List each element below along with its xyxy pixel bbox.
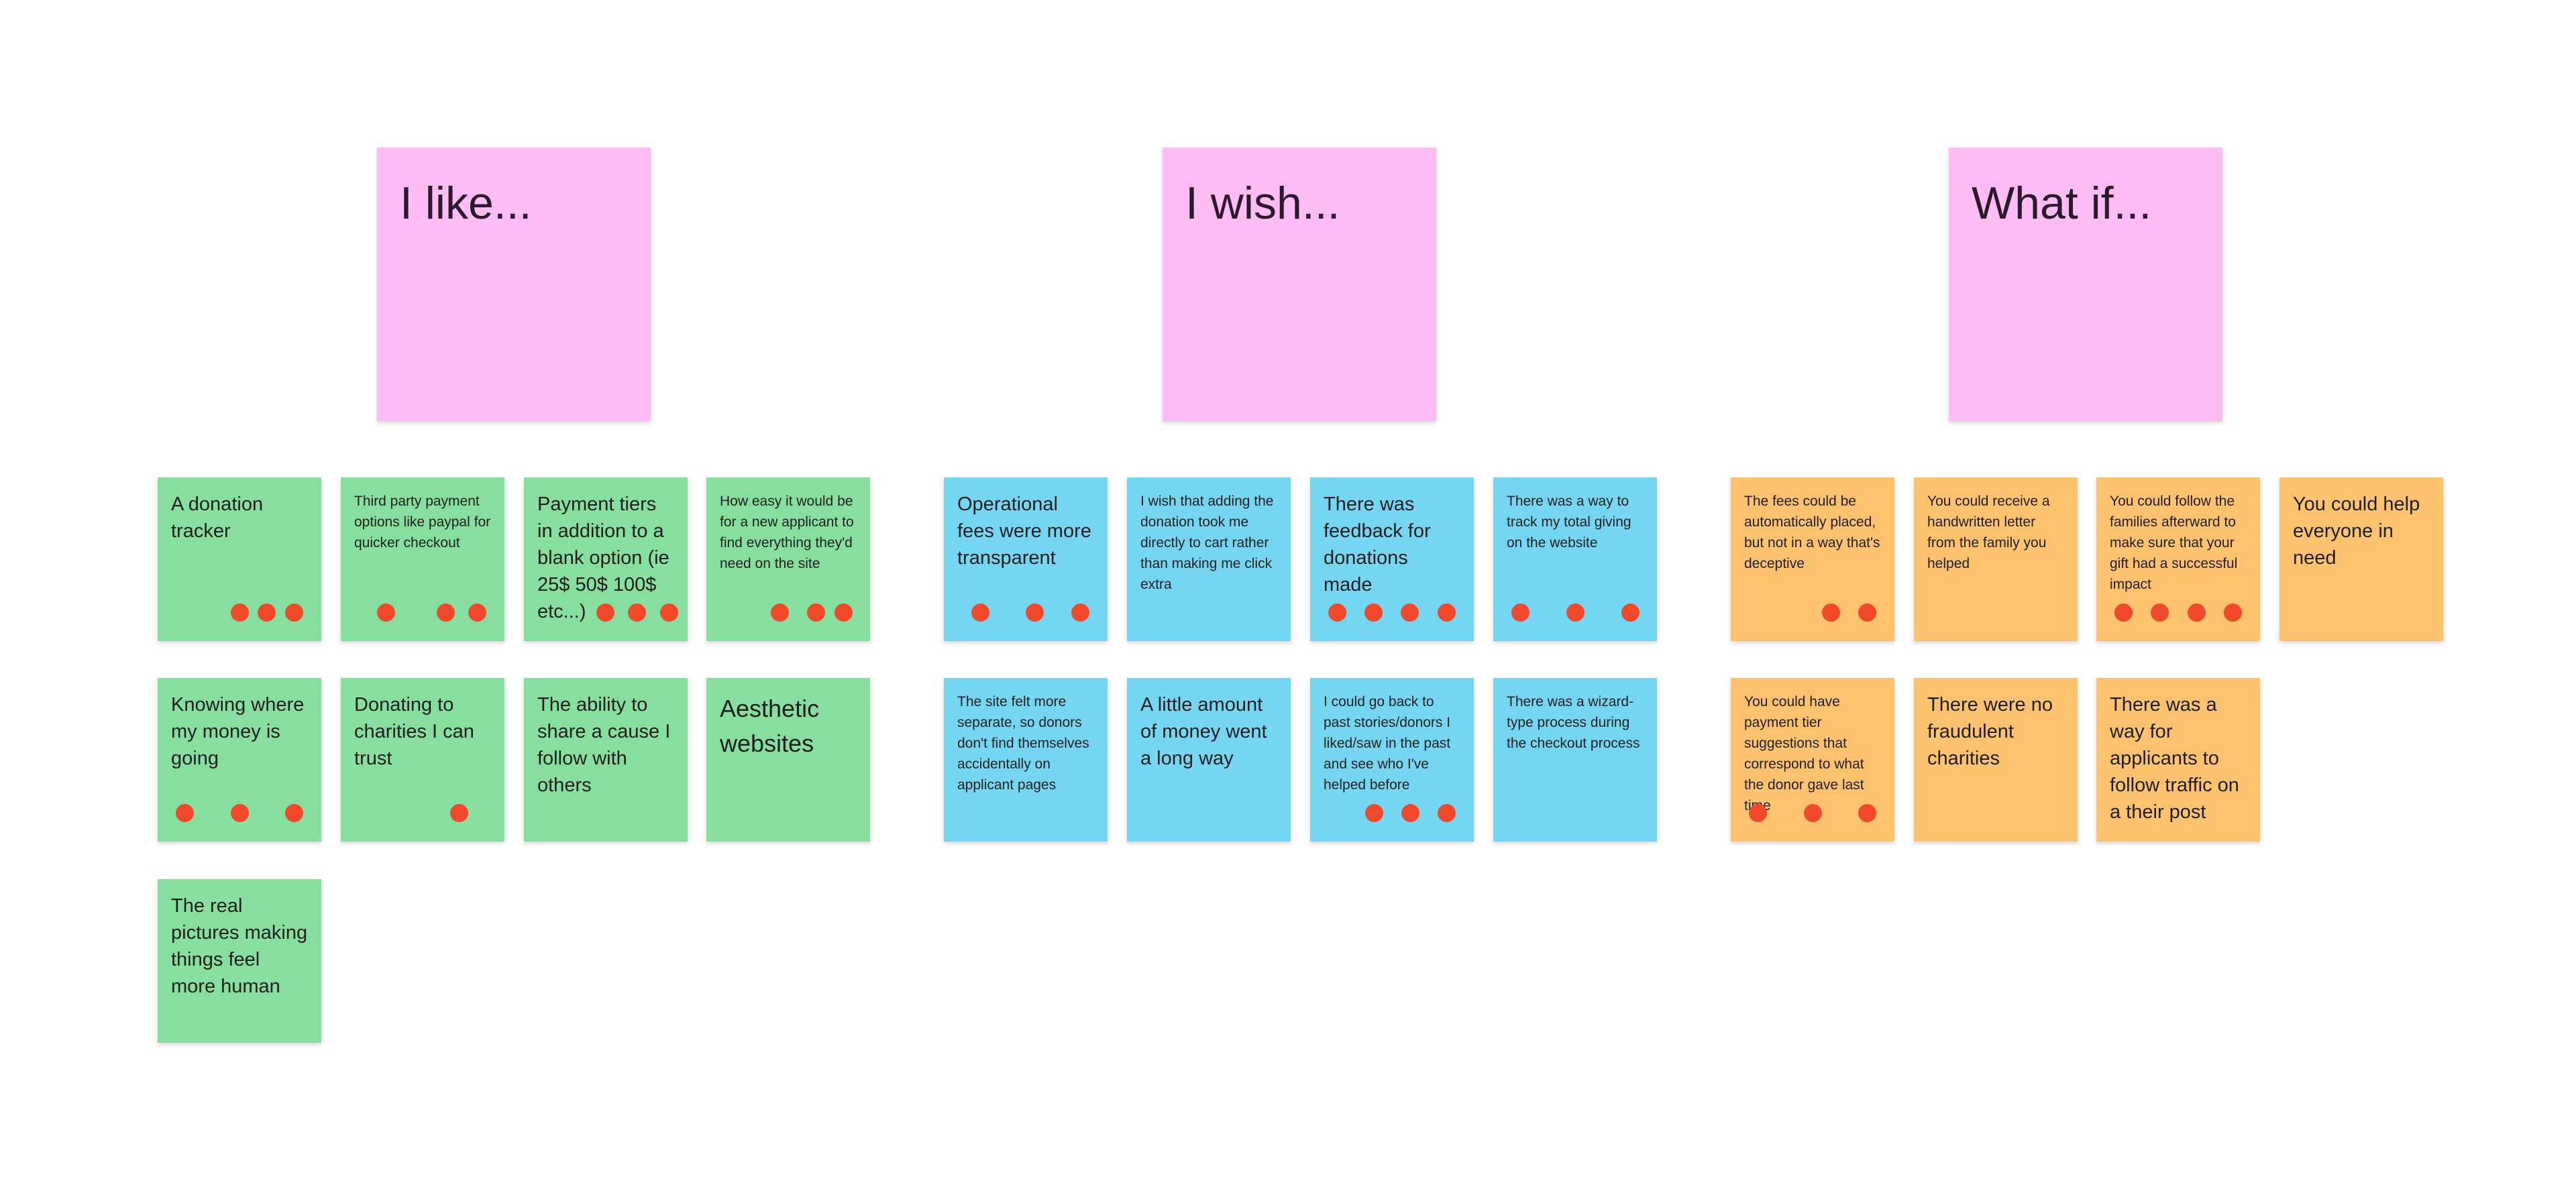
- sticky-note[interactable]: You could receive a handwritten letter f…: [1914, 477, 2078, 641]
- sticky-note[interactable]: You could follow the families afterward …: [2096, 477, 2260, 641]
- vote-dot: [771, 604, 789, 622]
- sticky-note-text: The fees could be automatically placed, …: [1744, 494, 1880, 571]
- vote-dot: [377, 604, 395, 622]
- sticky-note[interactable]: I could go back to past stories/donors I…: [1310, 678, 1474, 842]
- vote-dot: [2114, 604, 2133, 622]
- sticky-note[interactable]: A donation tracker: [158, 477, 321, 641]
- vote-dot: [231, 804, 249, 822]
- sticky-note[interactable]: The real pictures making things feel mor…: [158, 879, 321, 1043]
- sticky-note[interactable]: Aesthetic websites: [706, 678, 870, 842]
- vote-dot: [660, 604, 678, 622]
- vote-dot: [1749, 804, 1767, 822]
- sticky-note[interactable]: Donating to charities I can trust: [341, 678, 504, 842]
- vote-dot: [2188, 604, 2206, 622]
- vote-dot: [437, 604, 455, 622]
- vote-dot: [1566, 604, 1585, 622]
- vote-dot: [1438, 804, 1456, 822]
- sticky-note[interactable]: I wish that adding the donation took me …: [1127, 477, 1291, 641]
- sticky-note-text: Knowing where my money is going: [171, 694, 305, 769]
- vote-dot: [1822, 604, 1840, 622]
- sticky-note-text: Aesthetic websites: [720, 695, 820, 757]
- sticky-note[interactable]: Knowing where my money is going: [158, 678, 321, 842]
- vote-dot: [1328, 604, 1346, 622]
- sticky-note[interactable]: The site felt more separate, so donors d…: [944, 678, 1108, 842]
- sticky-note[interactable]: There was a wizard-type process during t…: [1493, 678, 1657, 842]
- sticky-note[interactable]: There was a way to track my total giving…: [1493, 477, 1657, 641]
- sticky-note-text: There was a wizard-type process during t…: [1507, 694, 1640, 751]
- vote-dot: [285, 604, 303, 622]
- sticky-note-text: I wish that adding the donation took me …: [1140, 494, 1274, 592]
- vote-dot: [285, 804, 303, 822]
- sticky-note-text: Payment tiers in addition to a blank opt…: [537, 494, 669, 622]
- vote-dot: [231, 604, 249, 622]
- vote-dot: [1438, 604, 1456, 622]
- header-label: I wish...: [1185, 178, 1340, 229]
- sticky-note-text: There was feedback for donations made: [1324, 494, 1431, 595]
- sticky-note-text: There were no fraudulent charities: [1927, 694, 2053, 769]
- vote-dot: [1401, 604, 1419, 622]
- vote-dot: [971, 604, 989, 622]
- vote-dot: [835, 604, 853, 622]
- vote-dot: [468, 604, 486, 622]
- sticky-note-text: The site felt more separate, so donors d…: [957, 694, 1089, 793]
- vote-dot: [1401, 804, 1419, 822]
- vote-dot: [1858, 804, 1876, 822]
- vote-dot: [1804, 804, 1822, 822]
- sticky-note[interactable]: There was feedback for donations made: [1310, 477, 1474, 641]
- sticky-note-text: You could help everyone in need: [2293, 494, 2420, 569]
- sticky-note-text: You could follow the families afterward …: [2110, 494, 2238, 592]
- vote-dot: [1365, 804, 1383, 822]
- sticky-note[interactable]: How easy it would be for a new applicant…: [706, 477, 870, 641]
- sticky-note[interactable]: Operational fees were more transparent: [944, 477, 1108, 641]
- sticky-note[interactable]: The fees could be automatically placed, …: [1731, 477, 1894, 641]
- sticky-note-text: Donating to charities I can trust: [354, 694, 474, 769]
- header-sticky-what-if[interactable]: What if...: [1949, 148, 2222, 421]
- vote-dot: [1511, 604, 1529, 622]
- sticky-note-text: The real pictures making things feel mor…: [171, 895, 308, 997]
- vote-dot: [807, 604, 825, 622]
- vote-dot: [1071, 604, 1089, 622]
- sticky-note[interactable]: There were no fraudulent charities: [1914, 678, 2078, 842]
- vote-dot: [176, 804, 194, 822]
- vote-dot: [2224, 604, 2242, 622]
- sticky-note-text: A donation tracker: [171, 494, 264, 542]
- sticky-note[interactable]: Third party payment options like paypal …: [341, 477, 504, 641]
- sticky-note[interactable]: You could help everyone in need: [2279, 477, 2443, 641]
- header-label: What if...: [1972, 178, 2152, 229]
- header-sticky-i-like[interactable]: I like...: [377, 148, 651, 421]
- vote-dot: [2151, 604, 2169, 622]
- vote-dot: [596, 604, 614, 622]
- sticky-note-text: How easy it would be for a new applicant…: [720, 494, 854, 571]
- sticky-note-text: A little amount of money went a long way: [1140, 694, 1267, 769]
- sticky-note-text: You could have payment tier suggestions …: [1744, 694, 1864, 813]
- header-label: I like...: [400, 178, 532, 229]
- sticky-note-text: You could receive a handwritten letter f…: [1927, 494, 2050, 571]
- sticky-note-text: Operational fees were more transparent: [957, 494, 1091, 569]
- sticky-note-text: The ability to share a cause I follow wi…: [537, 694, 671, 796]
- sticky-note[interactable]: A little amount of money went a long way: [1127, 678, 1291, 842]
- sticky-note[interactable]: The ability to share a cause I follow wi…: [524, 678, 688, 842]
- sticky-note[interactable]: Payment tiers in addition to a blank opt…: [524, 477, 688, 641]
- sticky-note[interactable]: There was a way for applicants to follow…: [2096, 678, 2260, 842]
- sticky-note-text: I could go back to past stories/donors I…: [1324, 694, 1451, 793]
- vote-dot: [1364, 604, 1383, 622]
- vote-dot: [258, 604, 276, 622]
- header-sticky-i-wish[interactable]: I wish...: [1163, 148, 1436, 421]
- vote-dot: [1621, 604, 1640, 622]
- vote-dot: [450, 804, 468, 822]
- vote-dot: [1858, 604, 1876, 622]
- vote-dot: [628, 604, 646, 622]
- sticky-note-text: Third party payment options like paypal …: [354, 494, 491, 551]
- sticky-note-text: There was a way to track my total giving…: [1507, 494, 1631, 551]
- sticky-note-text: There was a way for applicants to follow…: [2110, 694, 2239, 823]
- sticky-note[interactable]: You could have payment tier suggestions …: [1731, 678, 1894, 842]
- vote-dot: [1026, 604, 1044, 622]
